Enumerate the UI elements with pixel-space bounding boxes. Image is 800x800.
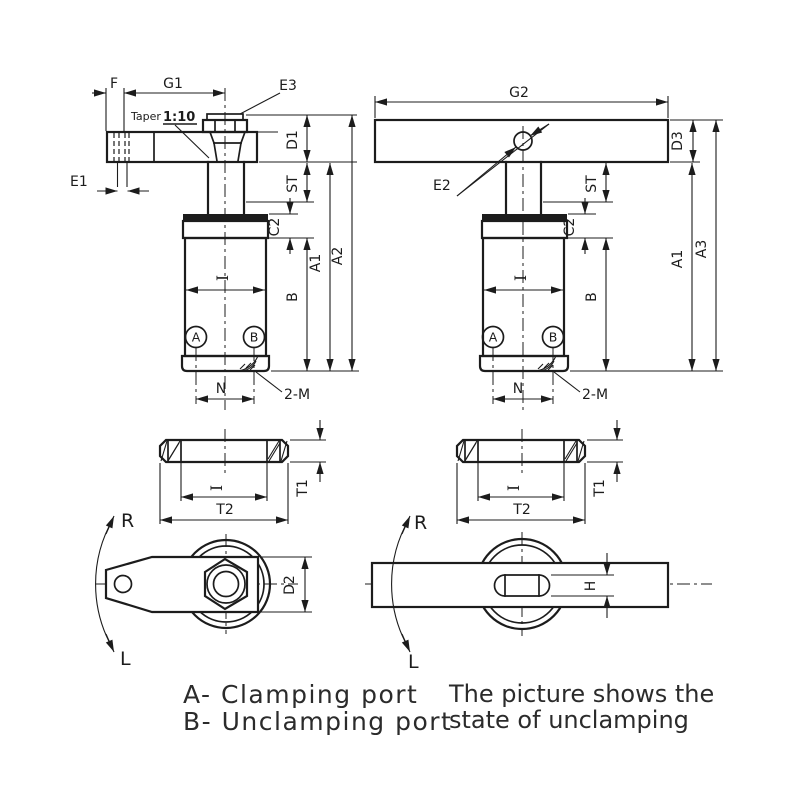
taper-note: Taper 1:10 (130, 110, 210, 159)
dim-a1-label: A1 (308, 254, 324, 272)
dim-c2-label: C2 (267, 218, 283, 237)
flange-plate (455, 438, 587, 464)
front-left-view: A B I N 2-M F G1 E3 Taper 1:10 (70, 76, 359, 410)
note-picture-line1: The picture shows the (448, 680, 714, 708)
rod-bore-circle (212, 570, 240, 598)
plate-right-view: I T2 T1 (455, 420, 623, 524)
dim-b-label: B (285, 292, 301, 302)
port-b-label: B (549, 330, 558, 345)
port-b-circle (541, 325, 565, 349)
dim-d3-label: D3 (670, 131, 686, 151)
bottom-flange (478, 354, 570, 373)
port-a-circle (481, 325, 505, 349)
taper-ratio: 1:10 (163, 110, 195, 125)
right-view-dimensions: ST C2 B D3 A1 A3 (543, 119, 723, 372)
dim-e3-label: E3 (279, 78, 297, 94)
section-hatch (160, 440, 288, 462)
dim-n-label: N (216, 381, 226, 397)
taper-word: Taper (130, 110, 161, 123)
port-a-label: A (489, 330, 498, 345)
thread-label: 2-M (582, 387, 608, 403)
dim-bore-label: I (504, 485, 523, 491)
dim-bore-label: I (213, 275, 232, 281)
note-port-a: A- Clamping port (183, 680, 418, 709)
arm-hole (113, 574, 133, 594)
taper-sleeve (208, 130, 247, 162)
rotation-arrows: R L (95, 510, 134, 670)
cylinder-cap (480, 219, 569, 240)
bar-hole (513, 131, 533, 151)
dim-d1-label: D1 (285, 130, 301, 150)
rotate-r-label: R (121, 510, 134, 532)
dim-e2: E2 (433, 123, 550, 197)
rotation-arrows: R L (391, 512, 427, 673)
dim-t2-label: T2 (215, 502, 233, 518)
dim-bore-label: I (511, 275, 530, 281)
left-view-dimensions: D1 ST C2 B A1 A2 (246, 114, 359, 372)
dim-d2: D2 (260, 556, 312, 613)
flange-plate (158, 438, 290, 464)
dim-e1-label: E1 (70, 174, 88, 190)
dim-a3-label: A3 (694, 240, 710, 258)
plan-right-view: H R L (365, 512, 712, 673)
dim-bore-label: I (207, 485, 226, 491)
plate-dimensions: I T2 T1 (456, 420, 623, 524)
port-b-circle (242, 325, 266, 349)
dim-h: H (551, 553, 614, 618)
note-picture-line2: state of unclamping (449, 706, 689, 734)
dim-c2-label: C2 (562, 218, 578, 237)
dim-t1-label: T1 (295, 479, 311, 497)
section-hatch (457, 440, 585, 462)
dim-a1-label: A1 (670, 250, 686, 268)
port-a-circle (184, 325, 208, 349)
plan-left-view: D2 R L (95, 510, 312, 670)
dim-h-label: H (583, 581, 599, 592)
arm-thread-hole (113, 133, 130, 187)
thread-notch (527, 355, 557, 372)
dim-st-label: ST (285, 175, 301, 193)
dim-g1-label: G1 (163, 76, 183, 92)
dim-g2-label: G2 (509, 85, 529, 101)
rotate-l-label: L (408, 651, 419, 673)
note-port-b: B- Unclamping port (183, 707, 452, 736)
dim-b-label: B (584, 292, 600, 302)
bottom-flange (180, 354, 271, 373)
port-b-label: B (250, 330, 259, 345)
dim-e1: E1 (70, 174, 149, 195)
dim-f-g1: F G1 (92, 76, 225, 131)
t-bar (373, 118, 670, 164)
port-a-label: A (192, 330, 201, 345)
dim-g2: G2 (374, 85, 669, 118)
dim-f-label: F (110, 76, 118, 92)
rotate-r-label: R (414, 512, 427, 534)
dim-t2-label: T2 (512, 502, 530, 518)
dim-t1-label: T1 (592, 479, 608, 497)
t-bar-plan (370, 561, 670, 609)
rotate-l-label: L (120, 648, 131, 670)
thread-label: 2-M (284, 387, 310, 403)
plate-left-view: I T2 T1 (158, 420, 326, 524)
dim-a2-label: A2 (330, 247, 346, 265)
front-right-view: E2 G2 A B I N (373, 85, 723, 410)
notes: A- Clamping port B- Unclamping port The … (183, 680, 714, 736)
dim-st-label: ST (584, 175, 600, 193)
rod-collar (183, 214, 268, 221)
dim-d2-label: D2 (282, 575, 298, 595)
plate-dimensions: I T2 T1 (159, 420, 326, 524)
rod-collar (482, 214, 567, 221)
hex-nut-plan (203, 557, 249, 611)
dim-n-label: N (513, 381, 523, 397)
rod-circle (206, 564, 246, 604)
dim-e2-label: E2 (433, 178, 451, 194)
